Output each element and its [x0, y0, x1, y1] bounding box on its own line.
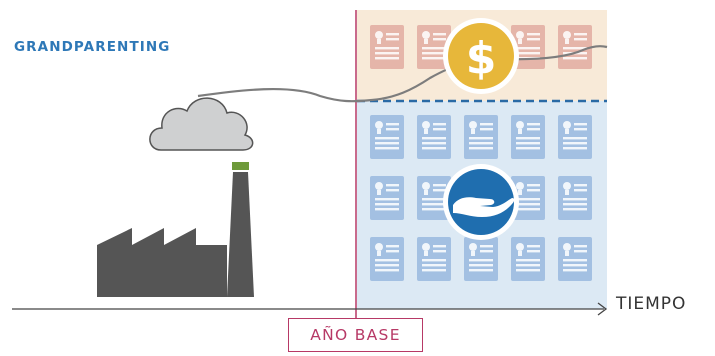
base-year-label: AÑO BASE — [288, 318, 423, 352]
certificate-icon — [558, 237, 592, 281]
hand-icon — [443, 164, 519, 240]
certificate-icon — [417, 237, 451, 281]
dollar-icon: $ — [443, 18, 519, 94]
axis-arrow — [597, 302, 608, 316]
certificate-icon — [417, 115, 451, 159]
certificate-icon — [370, 237, 404, 281]
base-year-text: AÑO BASE — [310, 326, 401, 344]
certificate-icon — [464, 237, 498, 281]
certificate-icon — [511, 115, 545, 159]
certificate-icon — [558, 176, 592, 220]
svg-text:$: $ — [466, 33, 497, 84]
diagram-title: GRANDPARENTING — [14, 39, 171, 55]
certificate-icon — [558, 115, 592, 159]
cloud-icon — [149, 97, 254, 151]
emissions-curve — [197, 45, 608, 103]
certificate-icon — [370, 25, 404, 69]
factory-icon — [97, 162, 254, 297]
time-axis-label: TIEMPO — [616, 294, 687, 314]
certificate-icon — [511, 237, 545, 281]
certificate-icon — [370, 115, 404, 159]
chimney-top — [232, 162, 249, 170]
certificate-icon — [558, 25, 592, 69]
certificate-icon — [370, 176, 404, 220]
certificate-icon — [464, 115, 498, 159]
